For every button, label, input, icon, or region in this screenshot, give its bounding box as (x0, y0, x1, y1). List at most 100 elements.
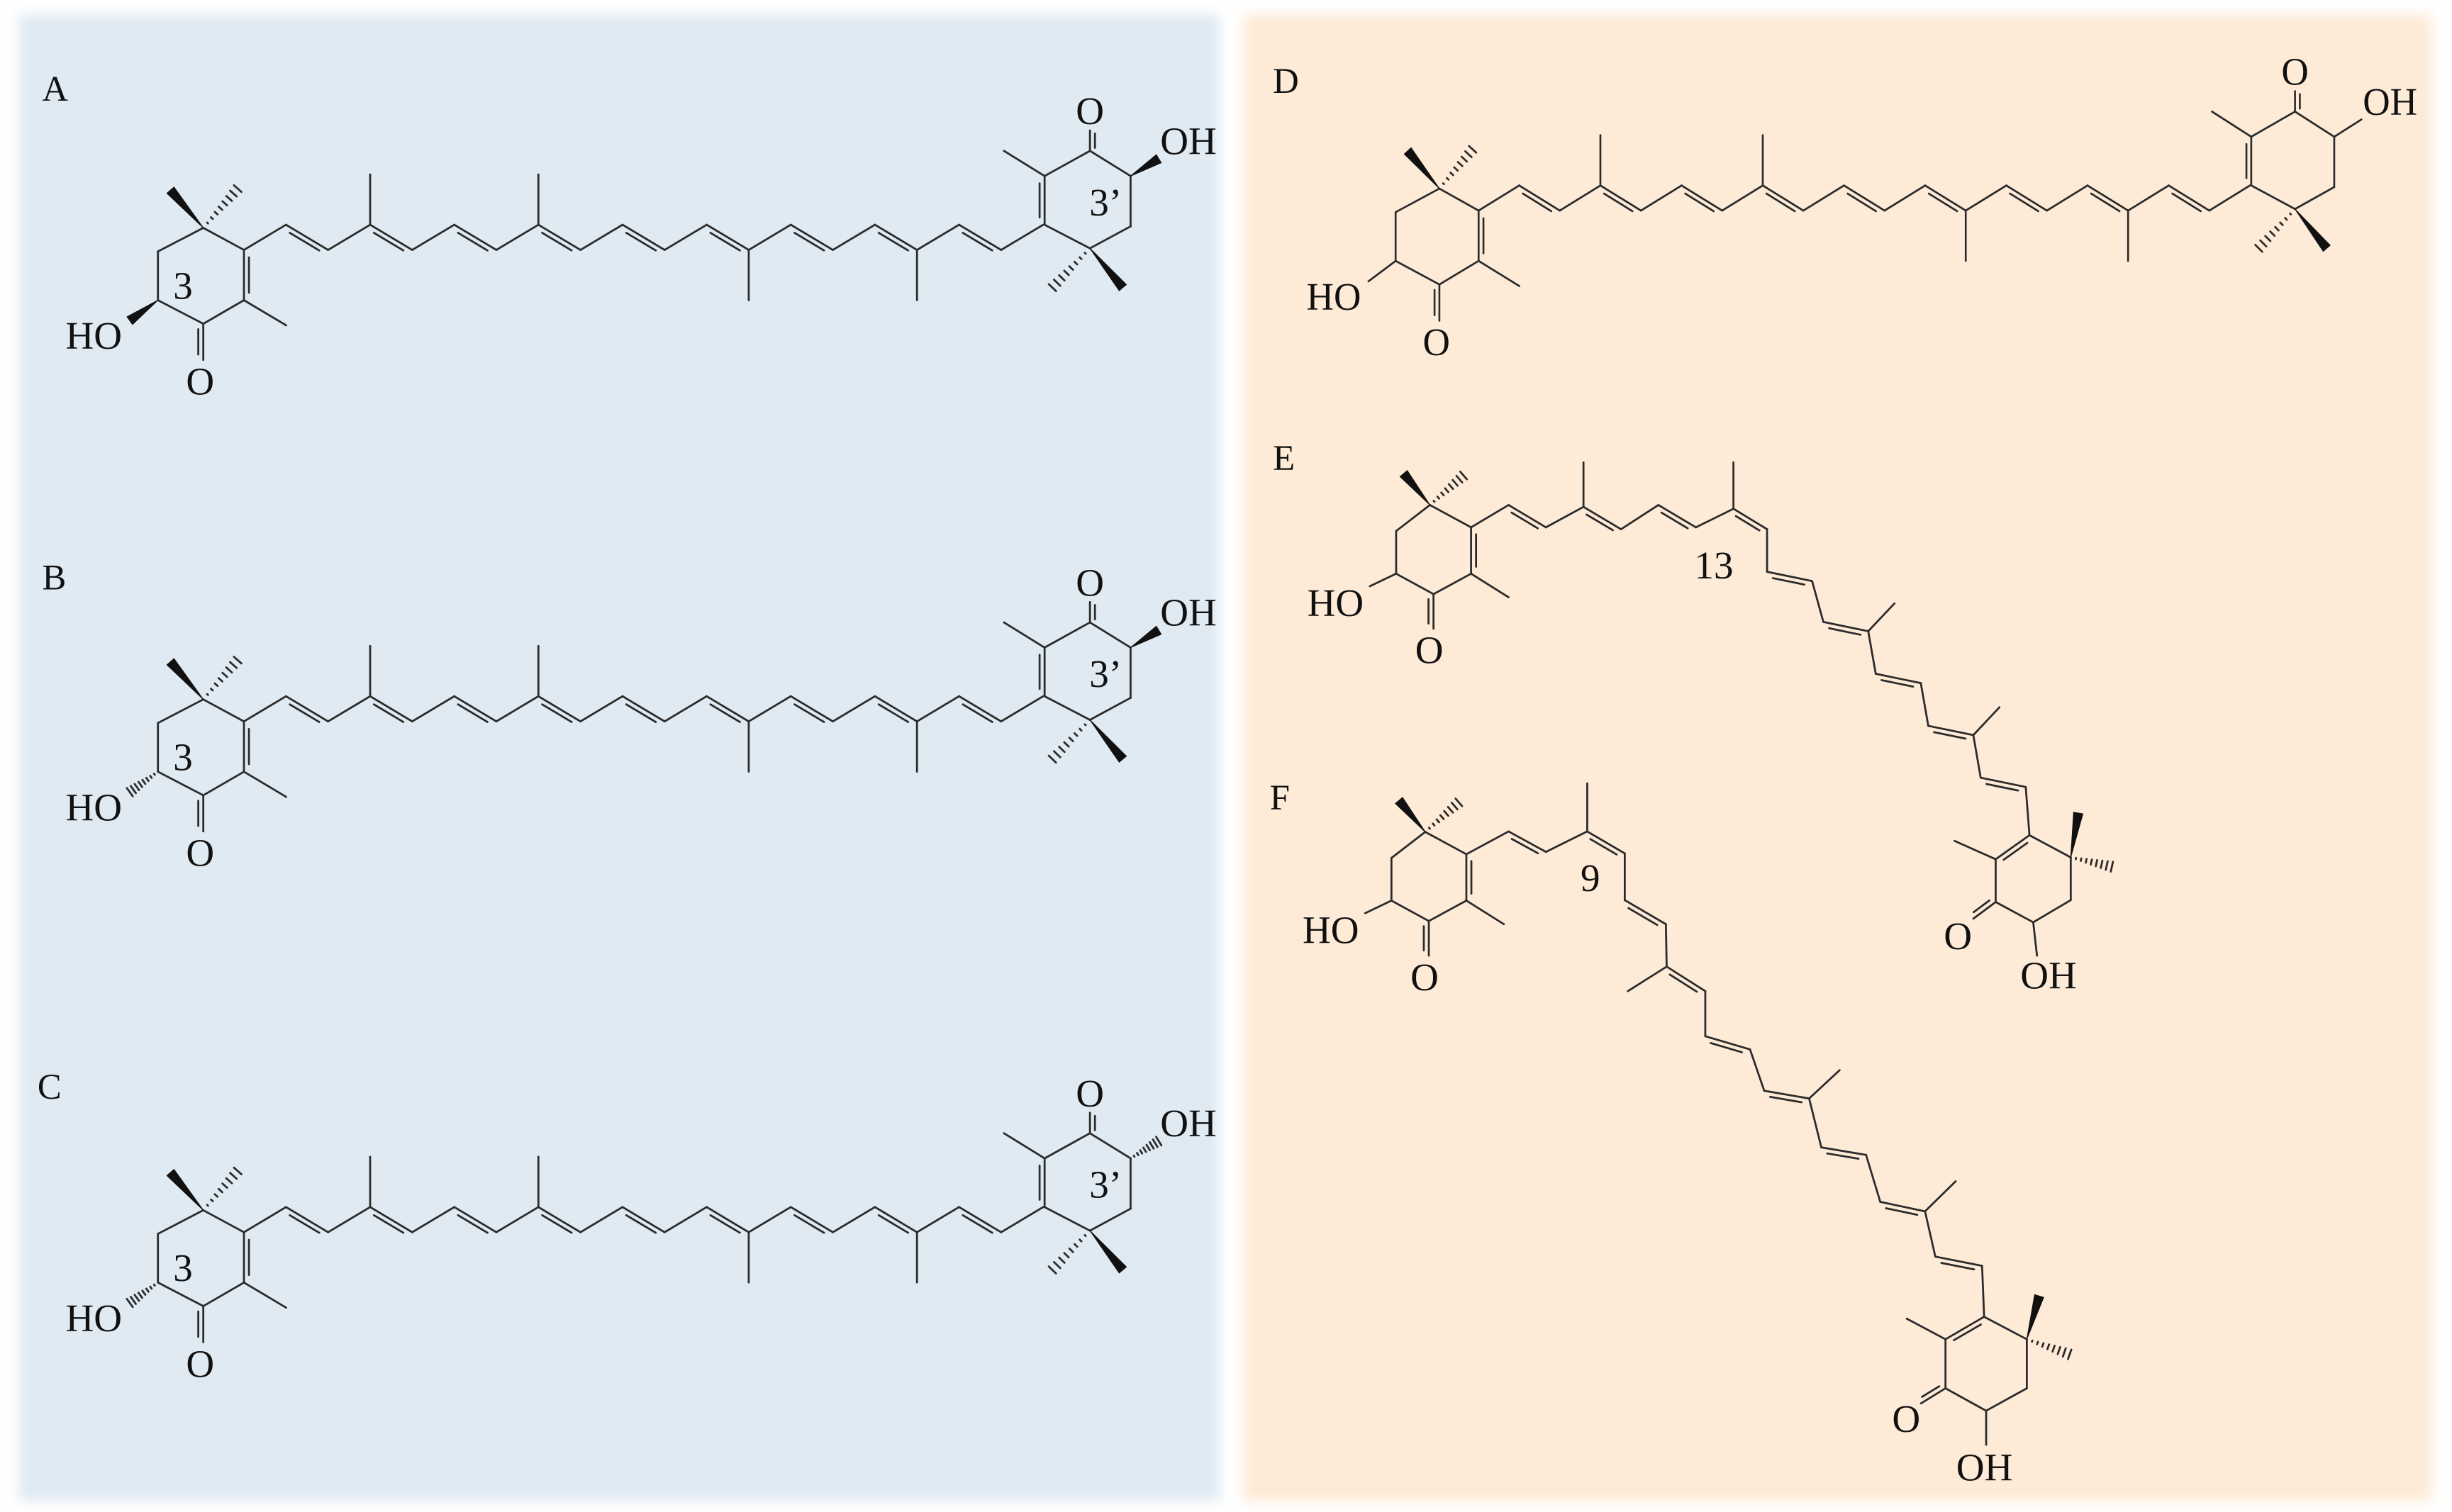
methyl-bond (1470, 572, 1510, 598)
hash-bond (2269, 230, 2276, 237)
carbonyl-label-left: O (1410, 956, 1439, 999)
double-bond (537, 1206, 582, 1233)
hash-bond (2100, 859, 2104, 869)
double-bond-inner (289, 232, 321, 252)
double-bond-inner (1985, 783, 2019, 792)
hash-bond (1451, 478, 1459, 487)
chain-bond (915, 695, 960, 723)
hash-bond (1435, 818, 1440, 824)
chain-bond (1544, 830, 1588, 853)
chain-bond (327, 223, 372, 251)
double-bond (874, 695, 918, 723)
double-bond (1681, 184, 1724, 212)
hash-bond (225, 1177, 233, 1185)
double-bond-inner (1769, 1096, 1803, 1104)
methyl-bond (1954, 839, 1997, 861)
double-bond-inner (709, 232, 741, 252)
methyl-bond (243, 299, 287, 327)
ring-bond (1043, 150, 1091, 177)
chain-bond (2046, 184, 2089, 212)
double-bond (453, 223, 498, 251)
hash-bond (221, 671, 228, 678)
hash-bond (2067, 1348, 2073, 1360)
methyl-bond (1003, 621, 1046, 649)
hash-bond (2284, 217, 2288, 221)
hash-bond (206, 1204, 209, 1207)
methyl-bond (1627, 965, 1668, 992)
ring-bond (202, 299, 245, 325)
ring-bond (157, 1281, 205, 1307)
hash-bond (1455, 474, 1464, 483)
ring-bond (1394, 187, 1441, 213)
double-bond (789, 695, 834, 723)
chain-bond (411, 223, 456, 251)
hash-bond (217, 1187, 223, 1194)
double-bond (284, 223, 330, 251)
hash-bond (2279, 221, 2284, 226)
double-bond (1944, 1316, 1985, 1340)
hash-bond (225, 666, 233, 674)
hash-bond (1145, 1143, 1151, 1152)
chain-bond (832, 223, 876, 251)
chain-bond (1695, 508, 1735, 529)
ring-bond (2294, 186, 2336, 211)
chain-bond (2127, 184, 2170, 212)
wedge-bond (1130, 625, 1162, 649)
hash-bond (1052, 1260, 1061, 1270)
wedge-bond (2026, 1294, 2044, 1340)
hash-bond (152, 1283, 156, 1287)
hydroxyl-label-right: OH (2363, 80, 2417, 123)
ring-bond (1395, 572, 1435, 595)
chain-bond (747, 1206, 792, 1233)
double-bond-inner (1589, 838, 1618, 856)
chain-bond (327, 695, 372, 723)
wedge-bond (2295, 208, 2331, 252)
ring-bond (1424, 831, 1468, 856)
hash-bond (2090, 858, 2093, 866)
hash-bond (1068, 265, 1074, 271)
methyl-bond (1905, 1317, 1947, 1340)
double-bond-inner (709, 703, 741, 723)
ring-bond (1088, 697, 1132, 721)
hash-bond (217, 677, 223, 683)
hash-bond (2036, 1340, 2039, 1345)
single-bond (1367, 259, 1397, 283)
carbonyl-label-right: O (1892, 1397, 1920, 1440)
hash-bond (1079, 1238, 1083, 1243)
chain-bond (1867, 630, 1877, 675)
hash-bond (210, 1198, 214, 1202)
locant-label: 3’ (1089, 652, 1122, 695)
hash-bond (1073, 1243, 1079, 1248)
double-bond-inner (709, 1214, 741, 1234)
double-bond-inner (1921, 1385, 1941, 1398)
hash-bond (1068, 737, 1074, 743)
hash-bond (133, 783, 140, 791)
single-bond (1364, 900, 1393, 914)
ring-bond (157, 698, 205, 724)
double-bond-inner (1660, 511, 1689, 530)
double-bond-inner (625, 232, 657, 252)
wedge-bond (1130, 154, 1162, 177)
hash-bond (1439, 814, 1445, 820)
ring-bond (1427, 900, 1468, 922)
chain-bond (579, 223, 624, 251)
double-bond (2168, 184, 2211, 212)
hash-bond (217, 206, 223, 211)
double-bond-inner (1510, 838, 1539, 855)
double-bond-inner (372, 703, 405, 723)
double-bond (453, 1206, 498, 1233)
double-bond (537, 695, 582, 723)
wedge-bond (166, 186, 204, 228)
hash-bond (1079, 727, 1083, 732)
hash-bond (1063, 1252, 1070, 1259)
single-bond (2333, 118, 2363, 138)
ring-bond (1983, 1316, 2028, 1340)
hash-bond (1155, 1136, 1163, 1147)
ring-bond (1043, 223, 1091, 250)
hash-bond (2259, 239, 2268, 248)
hash-bond (2264, 235, 2272, 242)
ring-bond (1390, 831, 1427, 859)
hash-bond (2041, 1342, 2045, 1348)
chain-bond (1721, 184, 1764, 212)
